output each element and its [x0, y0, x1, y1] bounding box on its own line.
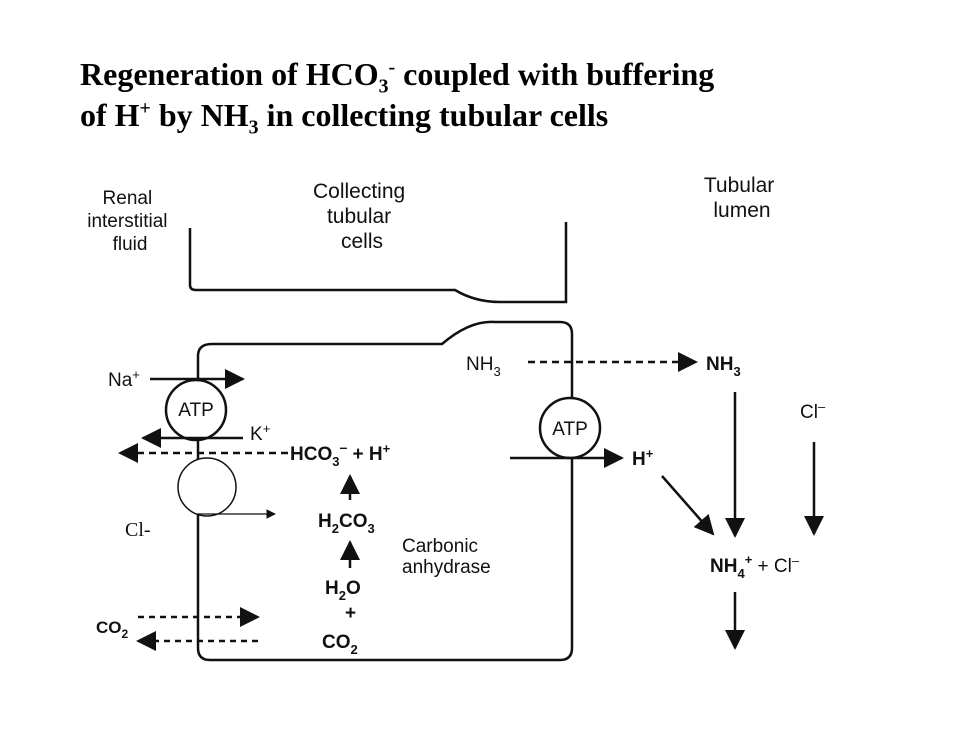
- label-co2-interstitial: CO2: [96, 618, 129, 641]
- label-k-ion: K+: [250, 421, 270, 445]
- label-h2co3: H2CO3: [318, 511, 375, 536]
- label-carbonic-anhydrase: Carbonic anhydrase: [402, 536, 491, 578]
- h-to-nh4-arrow: [661, 475, 715, 536]
- label-nh3-lumen: NH3: [706, 354, 741, 379]
- label-cl-left: Cl-: [125, 519, 151, 541]
- cell-membrane: [196, 320, 574, 662]
- label-hco3-plus-h: HCO3– + H+: [290, 439, 391, 469]
- atp-left-label: ATP: [178, 400, 214, 421]
- label-plus: +: [345, 603, 356, 624]
- title-line-1: Regeneration of HCO3- coupled with buffe…: [80, 56, 715, 98]
- label-renal-interstitial-fluid: Renal interstitial fluid: [87, 188, 173, 255]
- label-nh4-cl: NH4+ + Cl–: [710, 552, 800, 581]
- label-cl-lumen: Cl–: [800, 399, 826, 423]
- title-line-2: of H+ by NH3 in collecting tubular cells: [80, 97, 609, 139]
- atp-right-label: ATP: [552, 419, 588, 440]
- label-collecting-tubular-cells: Collecting tubular cells: [313, 180, 411, 253]
- label-tubular-lumen: Tubular lumen: [704, 174, 780, 222]
- label-nh3-cell: NH3: [466, 354, 501, 379]
- label-h-lumen: H+: [632, 446, 654, 470]
- label-co2-cell: CO2: [322, 632, 358, 657]
- cl-exchanger: [177, 457, 237, 517]
- label-na-ion: Na+: [108, 367, 140, 391]
- cells-bracket: [188, 222, 568, 304]
- label-h2o: H2O: [325, 578, 361, 603]
- slide-title: Regeneration of HCO3- coupled with buffe…: [80, 54, 960, 139]
- atp-pump-left: [164, 378, 228, 442]
